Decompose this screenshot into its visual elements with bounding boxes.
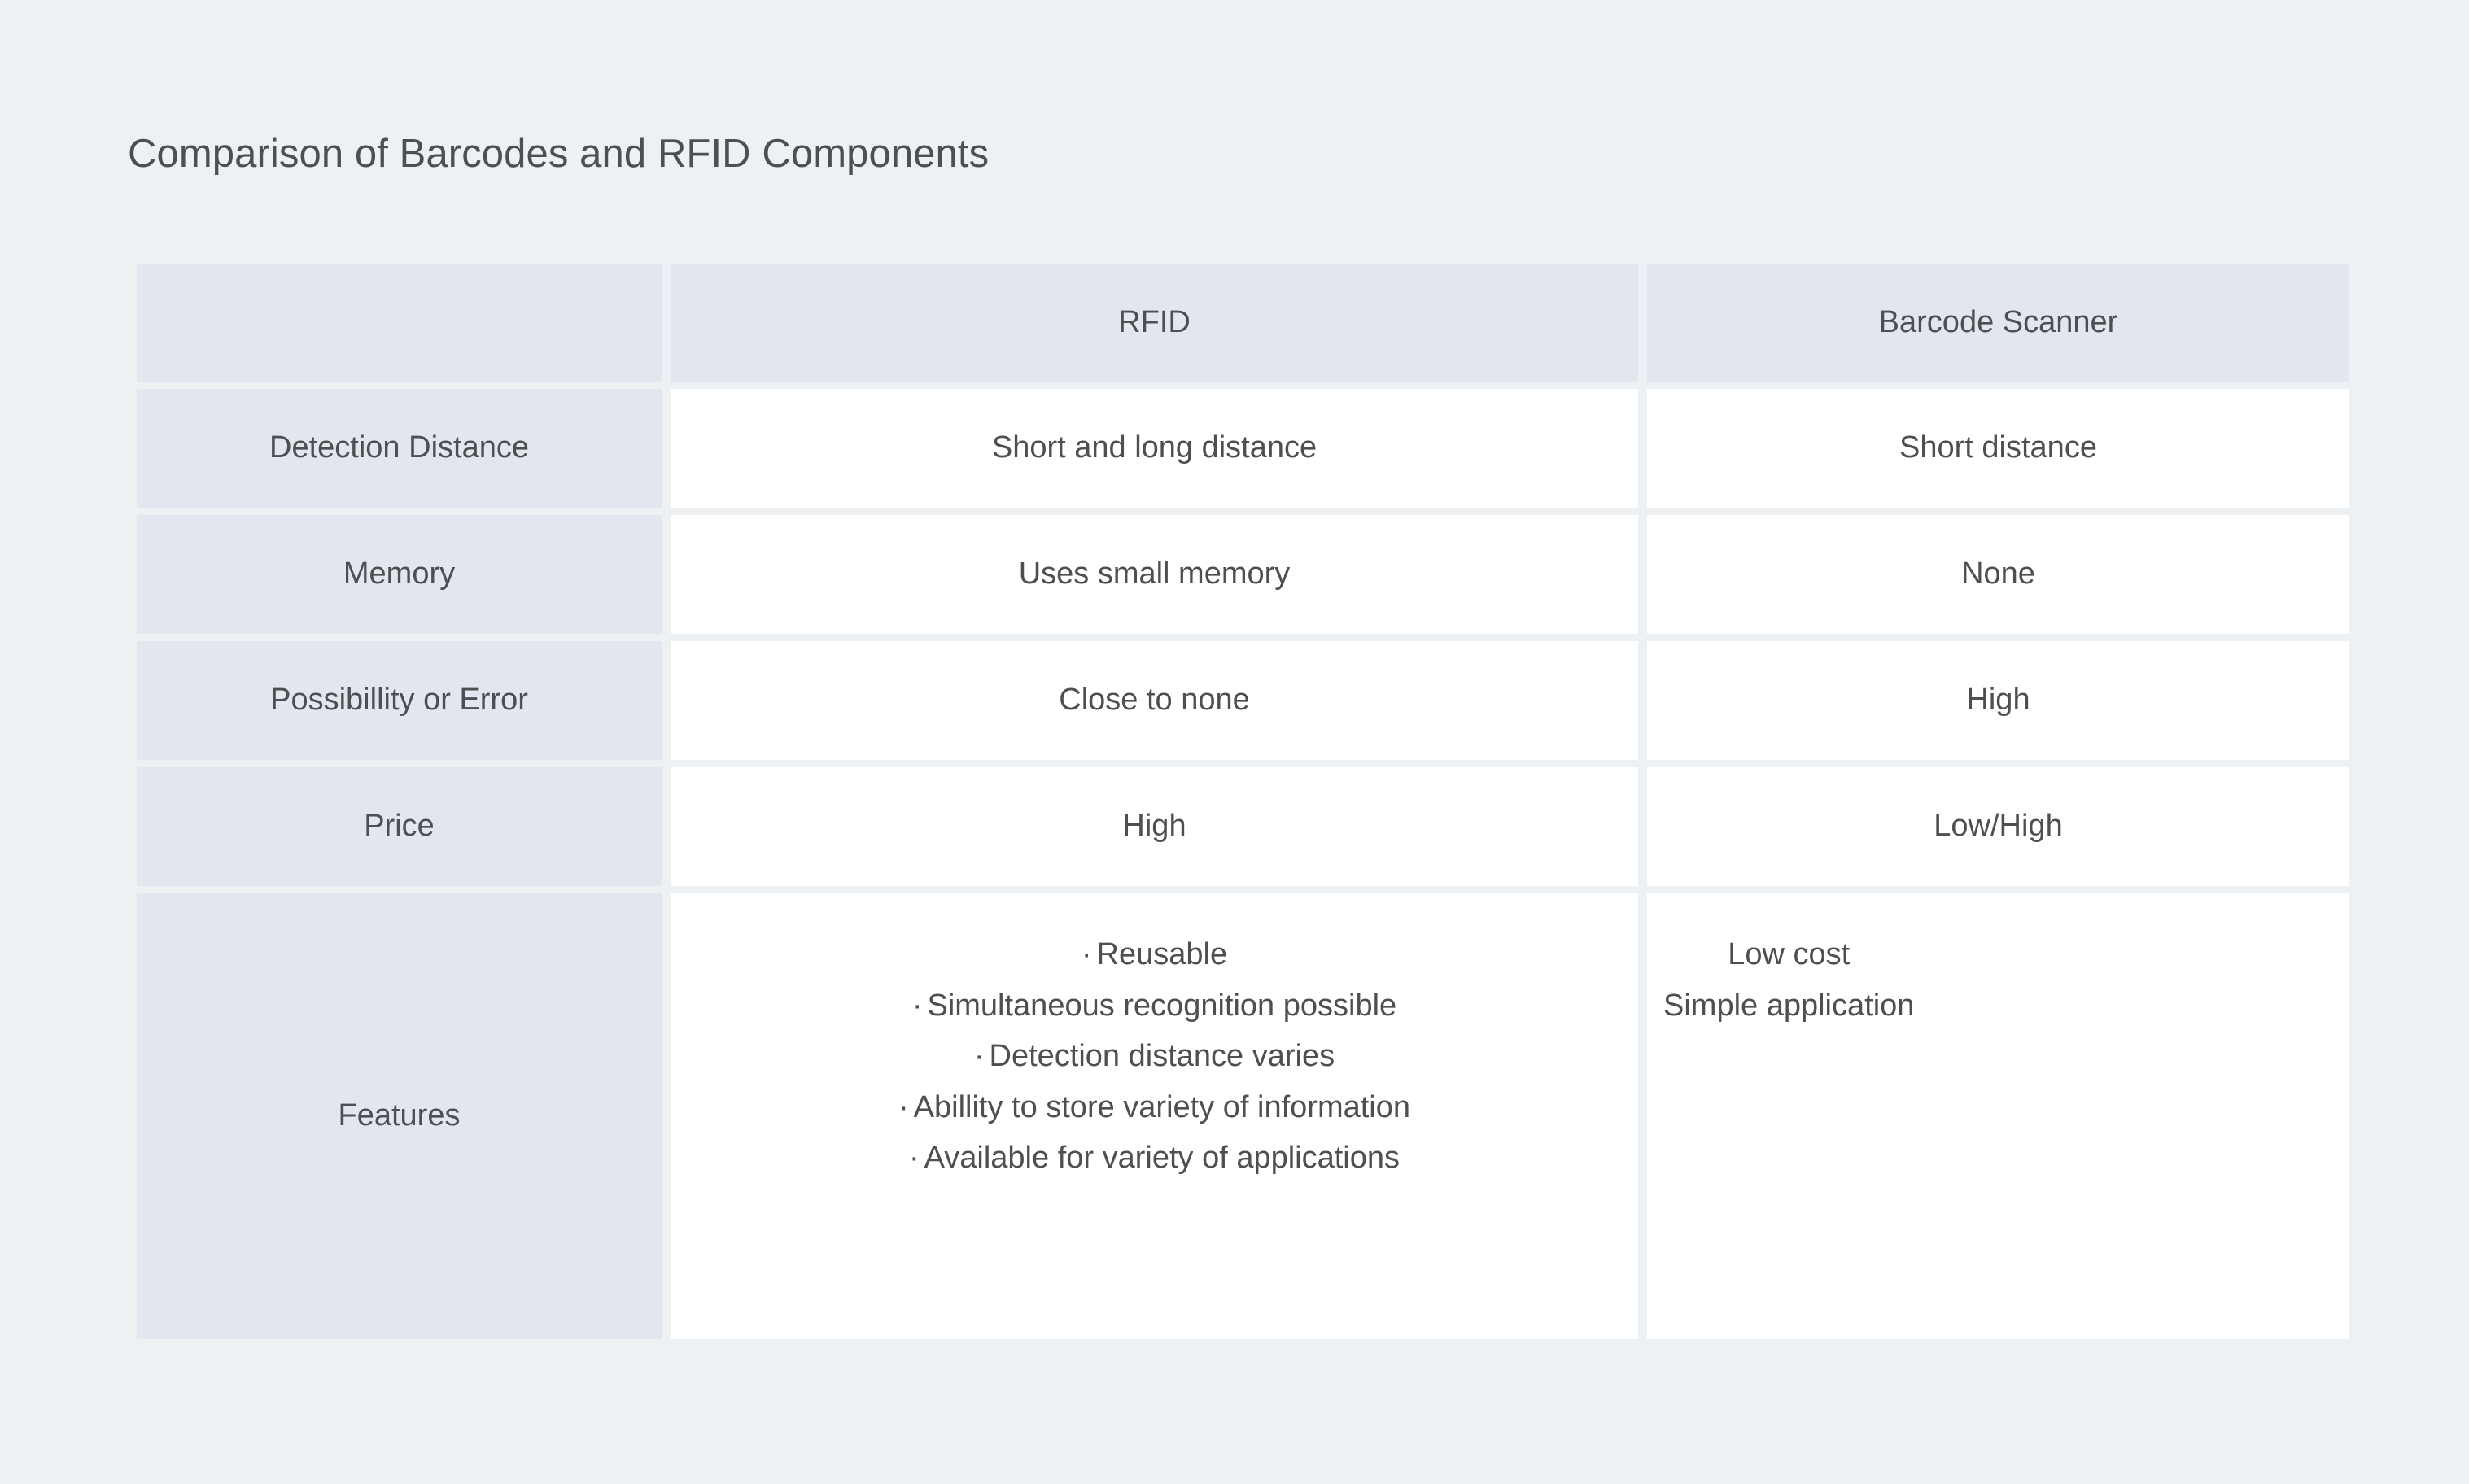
table-row-features: Features ·Reusable·Simultaneous recognit… [137, 893, 2349, 1339]
header-corner-cell [137, 264, 662, 382]
cell-detection-distance-rfid: Short and long distance [671, 389, 1638, 508]
column-header-rfid: RFID [671, 264, 1638, 382]
table-row-detection-distance: Detection Distance Short and long distan… [137, 389, 2349, 508]
table-header: RFID Barcode Scanner [137, 264, 2349, 382]
feature-item-rfid: ·Abillity to store variety of informatio… [898, 1082, 1410, 1133]
feature-item-label: Low cost [1728, 937, 1851, 971]
feature-item-rfid: ·Reusable [898, 929, 1410, 980]
feature-item-label: Simple application [1663, 988, 1915, 1023]
row-label-memory: Memory [137, 515, 662, 634]
bullet-icon: · [1081, 937, 1092, 971]
feature-item-barcode: Low cost [1663, 929, 1914, 980]
bullet-icon: · [911, 988, 923, 1023]
feature-list-rfid: ·Reusable·Simultaneous recognition possi… [898, 929, 1410, 1184]
table-row-possibility-or-error: Possibillity or Error Close to none High [137, 641, 2349, 760]
feature-item-label: Available for variety of applications [924, 1141, 1401, 1176]
cell-detection-distance-barcode: Short distance [1647, 389, 2349, 508]
feature-item-label: Simultaneous recognition possible [927, 988, 1397, 1023]
row-label-detection-distance: Detection Distance [137, 389, 662, 508]
comparison-table: RFID Barcode Scanner Detection Distance … [128, 257, 2358, 1347]
feature-item-label: Abillity to store variety of information [913, 1089, 1410, 1124]
features-rfid-inner: ·Reusable·Simultaneous recognition possi… [687, 893, 1622, 1339]
header-row: RFID Barcode Scanner [137, 264, 2349, 382]
feature-item-rfid: ·Available for variety of applications [898, 1133, 1410, 1184]
cell-possibility-or-error-barcode: High [1647, 641, 2349, 760]
cell-price-barcode: Low/High [1647, 767, 2349, 886]
cell-memory-rfid: Uses small memory [671, 515, 1638, 634]
table-row-memory: Memory Uses small memory None [137, 515, 2349, 634]
feature-item-barcode: Simple application [1663, 980, 1914, 1032]
bullet-icon: · [908, 1141, 920, 1176]
cell-memory-barcode: None [1647, 515, 2349, 634]
feature-item-label: Detection distance varies [989, 1039, 1335, 1074]
row-label-possibility-or-error: Possibillity or Error [137, 641, 662, 760]
bullet-icon: · [973, 1039, 985, 1074]
table-row-price: Price High Low/High [137, 767, 2349, 886]
cell-features-rfid: ·Reusable·Simultaneous recognition possi… [671, 893, 1638, 1339]
feature-item-label: Reusable [1096, 937, 1228, 971]
bullet-icon: · [898, 1089, 909, 1124]
table-body: Detection Distance Short and long distan… [137, 389, 2349, 1339]
feature-item-rfid: ·Detection distance varies [898, 1031, 1410, 1082]
column-header-barcode-scanner: Barcode Scanner [1647, 264, 2349, 382]
row-label-price: Price [137, 767, 662, 886]
feature-item-rfid: ·Simultaneous recognition possible [898, 980, 1410, 1032]
page-title: Comparison of Barcodes and RFID Componen… [128, 132, 990, 176]
row-label-features: Features [137, 893, 662, 1339]
cell-possibility-or-error-rfid: Close to none [671, 641, 1638, 760]
cell-price-rfid: High [671, 767, 1638, 886]
